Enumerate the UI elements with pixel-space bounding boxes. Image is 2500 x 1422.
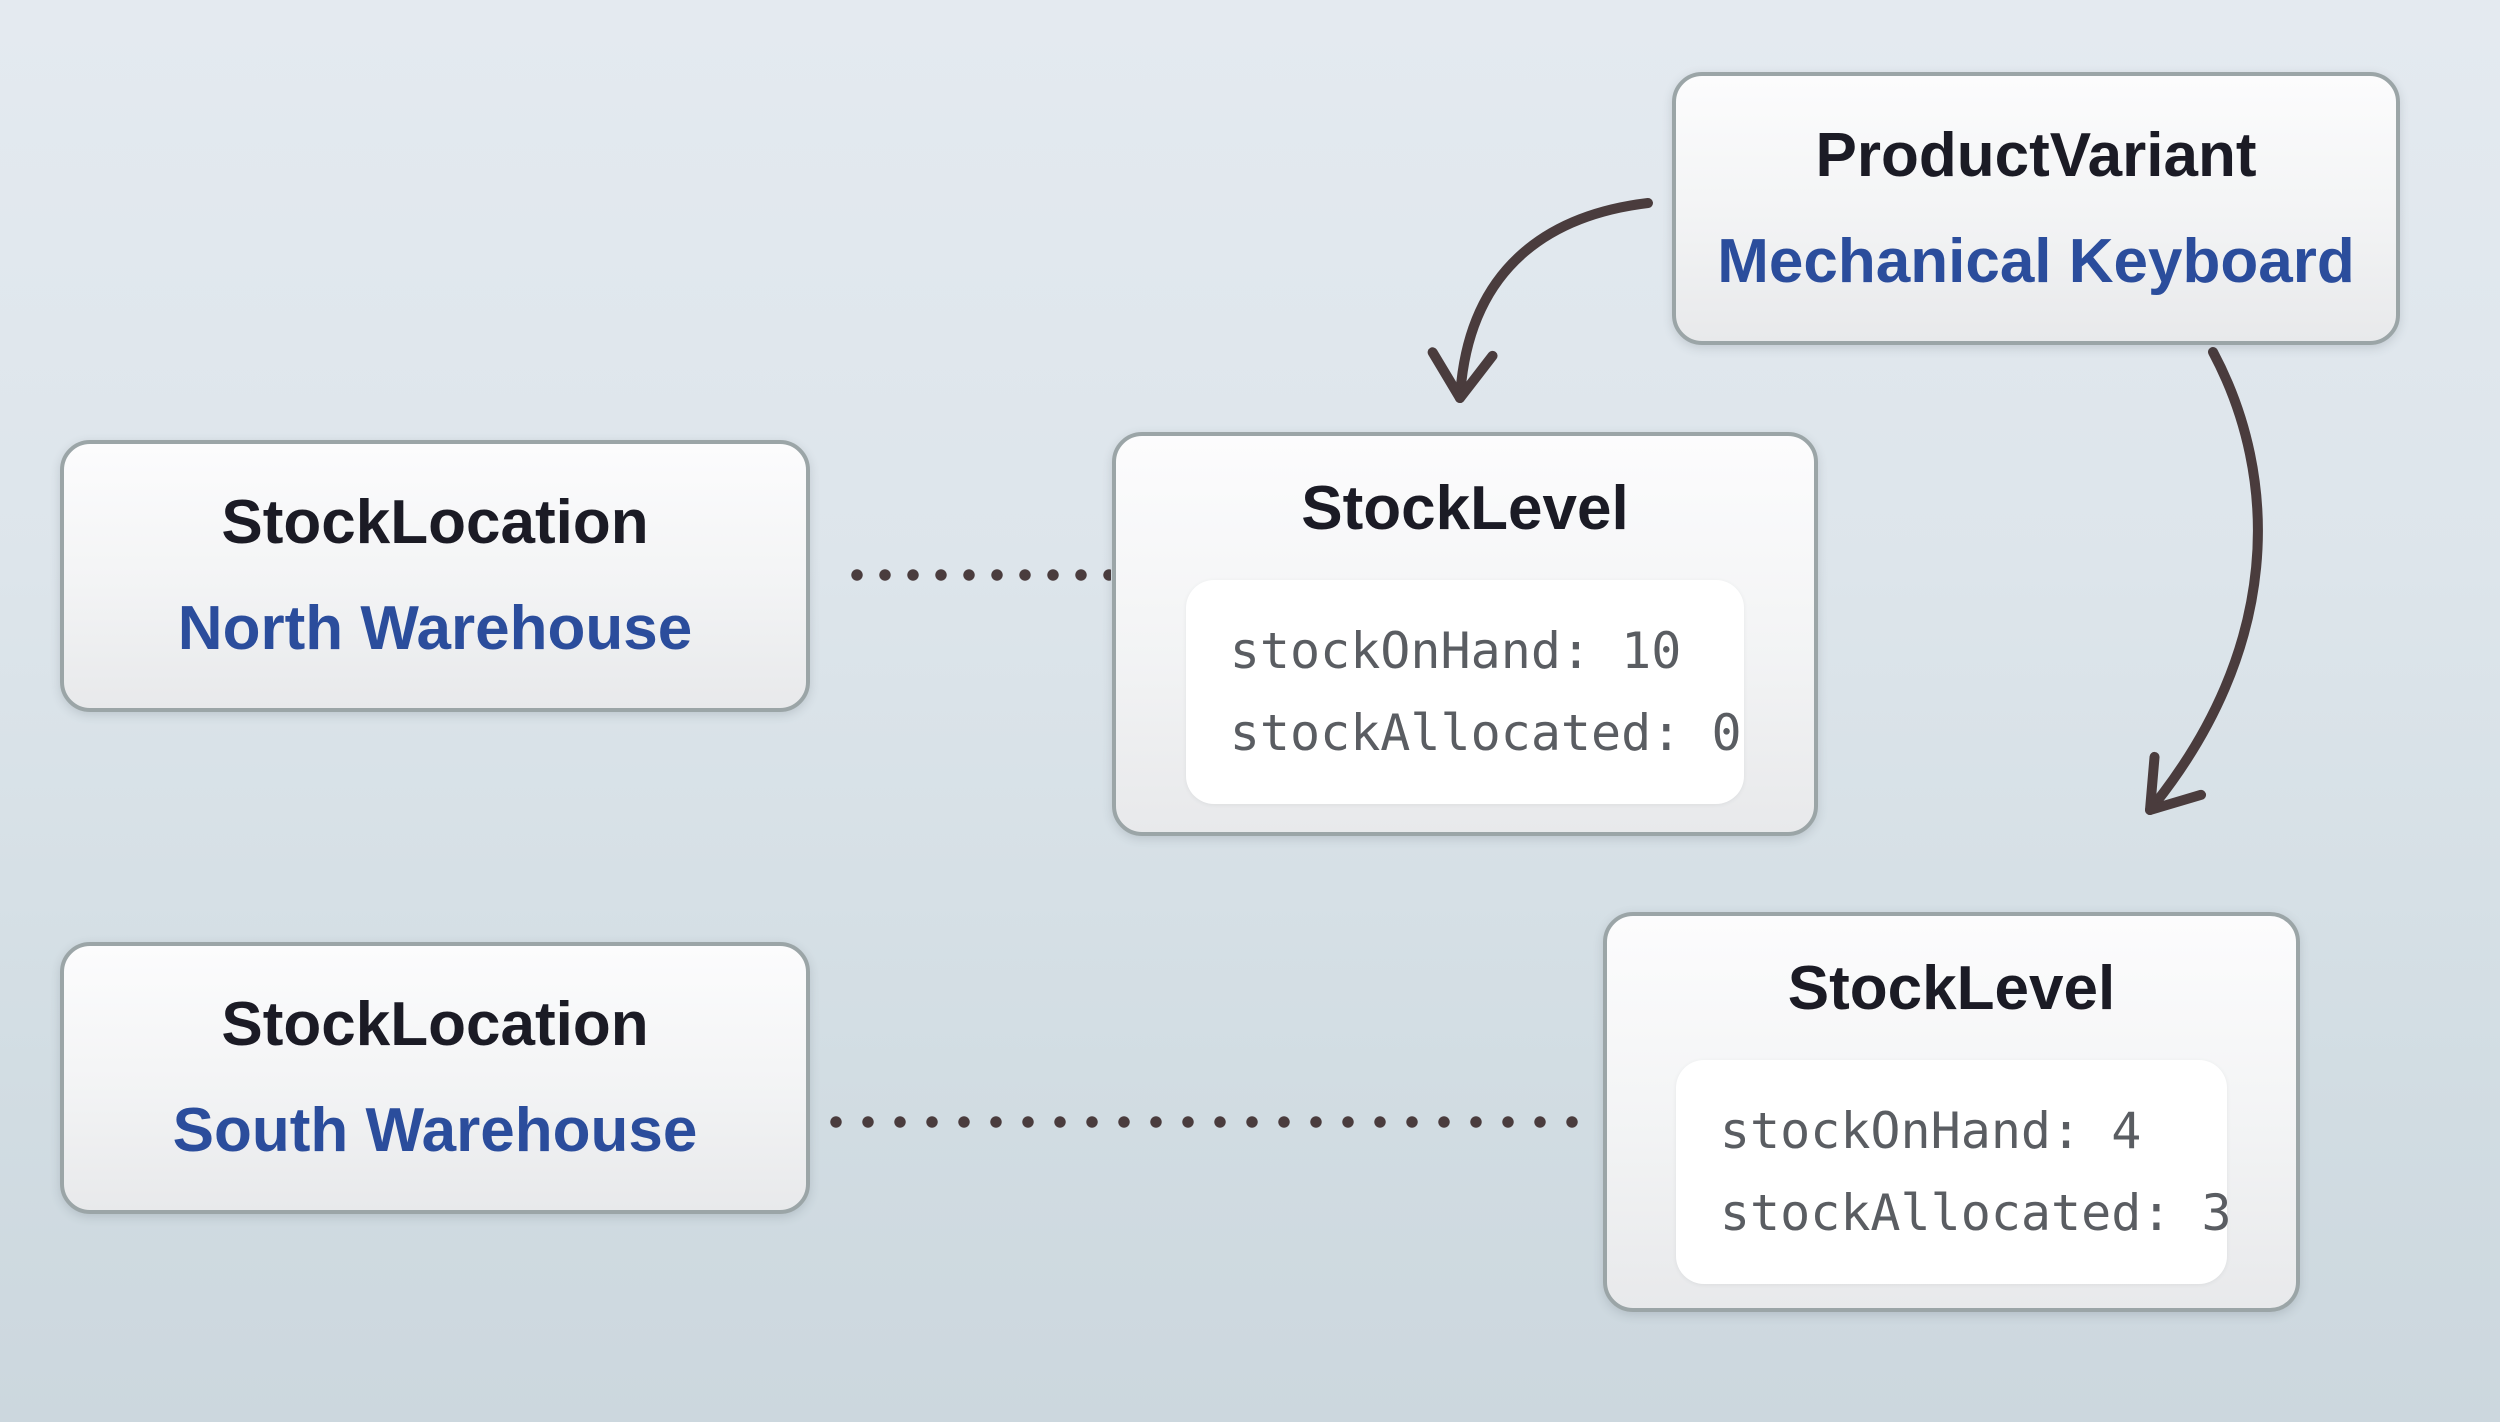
node-stock-location-north: StockLocation North Warehouse: [60, 440, 810, 712]
node-stock-level-south: StockLevel stockOnHand: 4 stockAllocated…: [1603, 912, 2300, 1312]
attr-stock-allocated: stockAllocated: 3: [1719, 1184, 2232, 1242]
dotted-connector-south-warehouse-to-stock-level: [820, 1114, 1588, 1130]
entity-type-label: StockLevel: [1787, 954, 2116, 1023]
attr-stock-allocated: stockAllocated: 0: [1229, 704, 1742, 762]
attribute-panel: stockOnHand: 4 stockAllocated: 3: [1675, 1060, 2232, 1284]
dotted-connector-north-warehouse-to-stock-level: [843, 567, 1111, 583]
arrow-product-variant-to-stock-level-south: [2145, 347, 2263, 815]
node-stock-location-south: StockLocation South Warehouse: [60, 942, 810, 1214]
entity-name-label: North Warehouse: [177, 594, 693, 663]
entity-name-label: Mechanical Keyboard: [1717, 226, 2355, 296]
entity-type-label: StockLocation: [221, 488, 649, 557]
entity-type-label: ProductVariant: [1815, 120, 2257, 190]
entity-name-label: South Warehouse: [172, 1096, 698, 1165]
entity-type-label: StockLocation: [221, 990, 649, 1059]
arrow-product-variant-to-stock-level-north: [1427, 198, 1653, 403]
node-product-variant: ProductVariant Mechanical Keyboard: [1672, 72, 2400, 345]
entity-type-label: StockLevel: [1301, 474, 1629, 543]
attribute-panel: stockOnHand: 10 stockAllocated: 0: [1185, 580, 1745, 804]
attr-stock-on-hand: stockOnHand: 4: [1719, 1102, 2142, 1160]
attr-stock-on-hand: stockOnHand: 10: [1229, 622, 1682, 680]
node-stock-level-north: StockLevel stockOnHand: 10 stockAllocate…: [1112, 432, 1818, 836]
